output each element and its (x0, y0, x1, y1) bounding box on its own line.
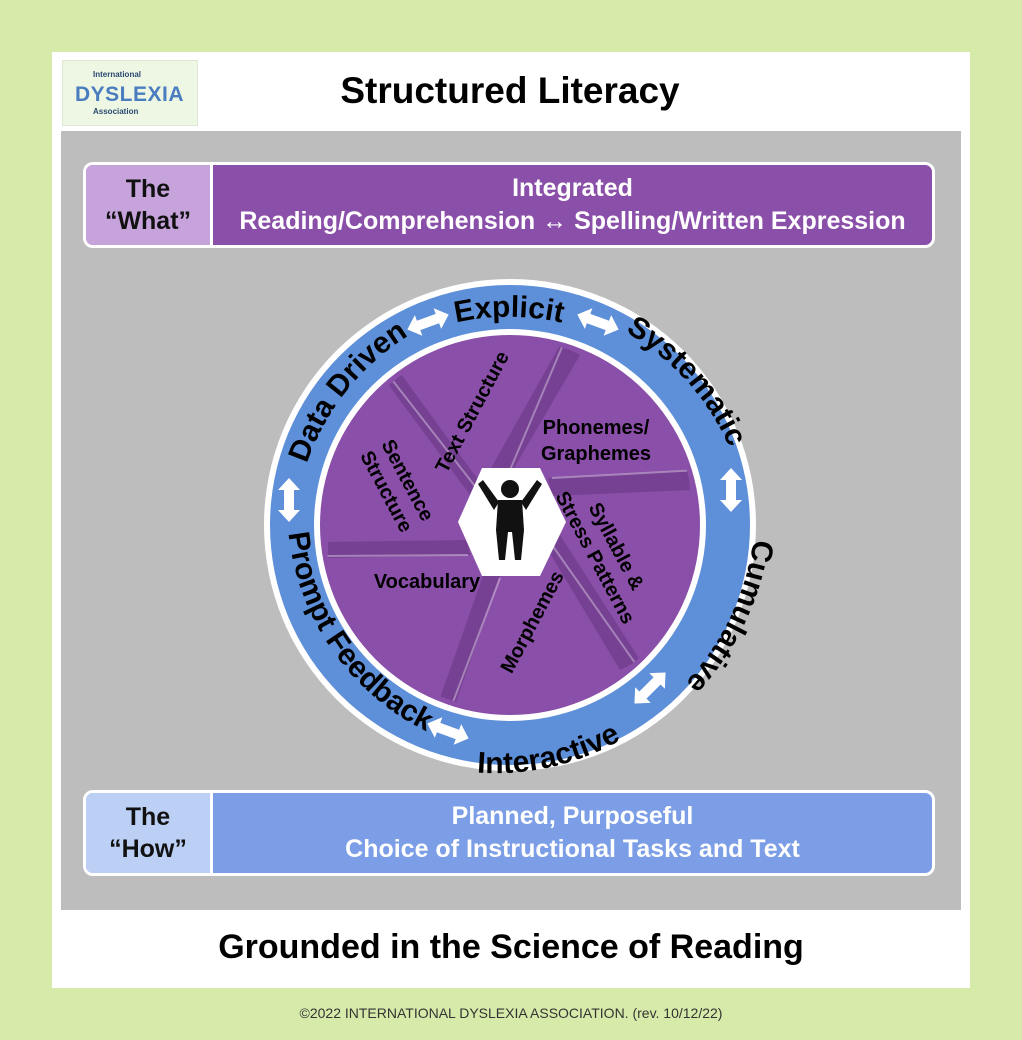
arrow-data-explicit-icon (407, 308, 449, 336)
how-label-line2: “How” (109, 835, 187, 863)
ida-logo: International DYSLEXIA Association (62, 60, 198, 126)
ring-arrows (278, 308, 742, 745)
how-line2: Choice of Instructional Tasks and Text (345, 835, 800, 863)
logo-name: DYSLEXIA (75, 83, 185, 106)
what-label-line1: The (125, 175, 171, 203)
what-band: The “What” Integrated Reading/Comprehens… (83, 162, 935, 248)
segment-phonemes-line2: Graphemes (541, 443, 651, 465)
arrow-cumulative-interactive-icon (634, 672, 666, 704)
how-text: Planned, Purposeful Choice of Instructio… (213, 793, 932, 873)
person-icon (478, 480, 542, 560)
arrow-systematic-cumulative-icon (720, 468, 742, 512)
what-label-line2: “What” (104, 207, 192, 235)
how-line1: Planned, Purposeful (451, 802, 694, 830)
arrow-prompt-data-icon (278, 478, 300, 522)
arrow-explicit-systematic-icon (577, 308, 619, 336)
copyright-notice: ©2022 INTERNATIONAL DYSLEXIA ASSOCIATION… (299, 1005, 723, 1021)
how-label-line1: The (125, 803, 171, 831)
how-label: The “How” (86, 793, 213, 873)
arrow-interactive-prompt-icon (427, 717, 469, 745)
what-label: The “What” (86, 165, 213, 245)
logo-bottom-text: Association (93, 107, 139, 116)
logo-top-text: International (93, 70, 142, 79)
footer-title: Grounded in the Science of Reading (218, 928, 804, 966)
segment-vocabulary: Vocabulary (374, 571, 481, 593)
segment-dividers (325, 340, 695, 710)
ring-label-explicit: Explicit (451, 291, 567, 330)
what-line1: Integrated (512, 174, 633, 202)
what-text: Integrated Reading/Comprehension ↔ Spell… (213, 165, 932, 245)
what-line2: Reading/Comprehension ↔ Spelling/Written… (239, 207, 906, 235)
how-band: The “How” Planned, Purposeful Choice of … (83, 790, 935, 876)
page-title: Structured Literacy (340, 70, 680, 111)
segment-phonemes-line1: Phonemes/ (543, 417, 650, 439)
